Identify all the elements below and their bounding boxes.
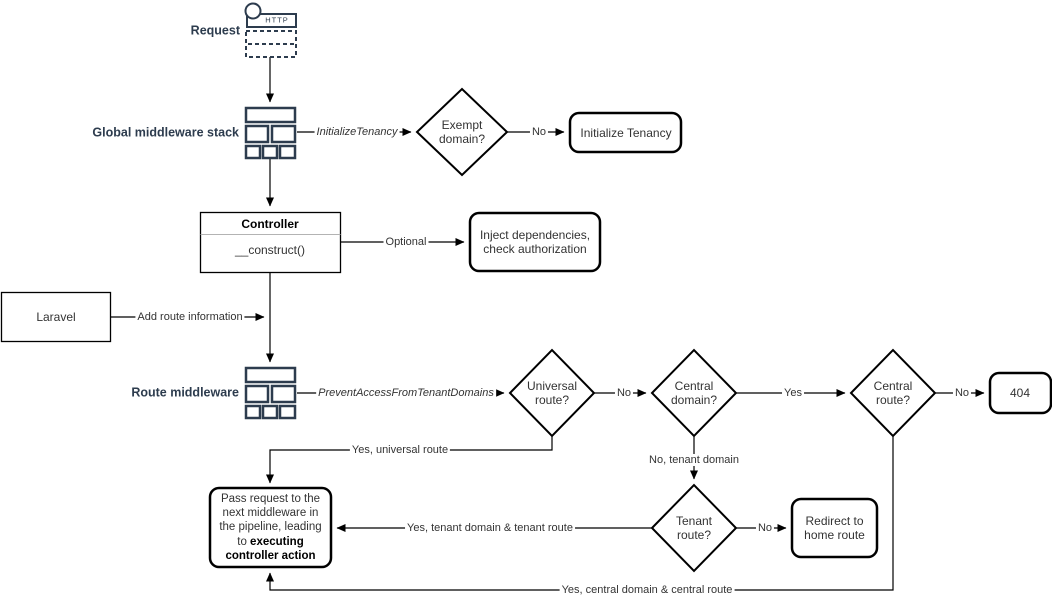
initialize-tenancy-box: [568, 111, 683, 154]
edge-label-add-route-information: Add route information: [135, 311, 245, 323]
redirect-home-box: [790, 497, 879, 559]
edge-label-tenant-domain-no: No, tenant domain: [647, 454, 741, 466]
edge-label-central-yes: Yes, central domain & central route: [559, 584, 735, 596]
central-route-diamond: [849, 348, 937, 438]
controller-box: [199, 211, 342, 274]
error-404-label: 404: [1009, 385, 1031, 400]
pass-request-text: Pass request to the next middleware in t…: [219, 492, 322, 548]
controller-method: __construct(): [234, 242, 306, 257]
tenant-route-label: Tenant route?: [675, 513, 713, 542]
route-middleware-label: Route middleware: [131, 385, 239, 400]
edge-label-universal-yes: Yes, universal route: [349, 444, 451, 456]
http-request-icon: [244, 2, 297, 58]
global-middleware-label: Global middleware stack: [92, 125, 239, 140]
edge-label-prevent-access: PreventAccessFromTenantDomains: [316, 387, 496, 399]
edge-label-tenant-no: No: [755, 522, 775, 534]
laravel-node-label: Laravel: [36, 309, 76, 324]
request-circle: [244, 2, 262, 20]
controller-title: Controller: [241, 216, 299, 231]
redirect-home-label: Redirect to home route: [804, 513, 865, 542]
edge-label-initialize-tenancy: InitializeTenancy: [314, 126, 400, 138]
edge-label-optional: Optional: [383, 236, 429, 248]
edge-label-exempt-no: No: [529, 126, 549, 138]
exempt-domain-label: Exempt domain?: [438, 117, 486, 146]
universal-route-label: Universal route?: [526, 378, 577, 407]
middleware-stack-icon-route: [244, 366, 297, 420]
central-domain-label: Central domain?: [670, 378, 718, 407]
error-404-box: [988, 371, 1052, 415]
tenant-route-diamond: [650, 483, 738, 573]
edge-label-universal-no: No: [614, 387, 634, 399]
edge-label-central-domain-yes: Yes: [782, 387, 804, 399]
http-box: [246, 13, 297, 28]
inject-dependencies-box: [468, 211, 602, 273]
edge-label-central-route-no: No: [952, 387, 972, 399]
http-icon-label: HTTP: [265, 15, 289, 25]
edge-label-tenant-yes: Yes, tenant domain & tenant route: [405, 522, 575, 534]
initialize-tenancy-label: Initialize Tenancy: [580, 125, 672, 140]
universal-route-diamond: [508, 348, 596, 438]
exempt-domain-diamond: [415, 87, 509, 177]
pass-request-box: [208, 486, 333, 569]
pass-request-label: Pass request to the next middleware in t…: [213, 491, 328, 564]
central-route-label: Central route?: [873, 378, 913, 407]
request-label: Request: [190, 23, 240, 38]
pass-request-bold-text: executing controller action: [225, 535, 316, 563]
central-domain-diamond: [650, 348, 738, 438]
inject-dependencies-label: Inject dependencies, check authorization: [479, 227, 591, 256]
middleware-stack-icon-global: [244, 106, 297, 160]
laravel-box: [0, 291, 112, 343]
